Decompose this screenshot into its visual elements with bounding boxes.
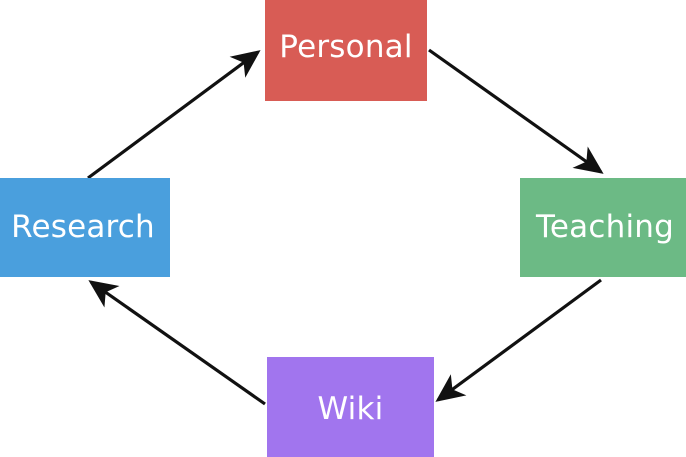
edge-research-to-personal bbox=[87, 50, 261, 180]
node-teaching-label: Teaching bbox=[536, 208, 674, 245]
node-teaching[interactable]: Teaching bbox=[520, 178, 686, 277]
node-wiki-label: Wiki bbox=[317, 391, 384, 427]
edge-wiki-to-research bbox=[88, 280, 266, 406]
edge-personal-to-teaching bbox=[428, 48, 604, 174]
edge-teaching-to-wiki bbox=[435, 278, 602, 402]
node-research[interactable]: Research bbox=[0, 178, 170, 277]
node-personal[interactable]: Personal bbox=[265, 0, 427, 101]
node-wiki[interactable]: Wiki bbox=[267, 357, 434, 457]
node-personal-label: Personal bbox=[279, 28, 413, 65]
node-research-label: Research bbox=[11, 208, 155, 245]
